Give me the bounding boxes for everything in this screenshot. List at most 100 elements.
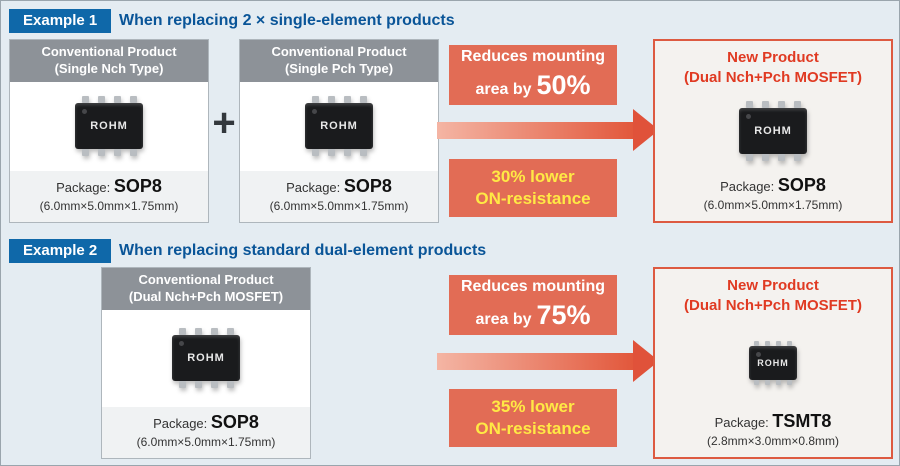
card-header-line1: New Product	[727, 277, 819, 294]
chip-area: ROHM	[102, 310, 310, 407]
package-area: Package: SOP8 (6.0mm×5.0mm×1.75mm)	[240, 171, 438, 222]
example2-badge: Example 2	[9, 239, 112, 263]
chip-body: ROHM	[75, 103, 143, 150]
package-dimensions: (6.0mm×5.0mm×1.75mm)	[136, 435, 276, 449]
card-header-line2: (Single Pch Type)	[284, 60, 394, 76]
package-line: Package: SOP8	[240, 176, 438, 197]
pin1-dot	[756, 351, 761, 357]
chip-pins-bottom	[311, 149, 367, 157]
benefit-line1: Reduces mounting	[460, 278, 605, 296]
chip-pins-top	[754, 340, 792, 346]
plus-sign: +	[212, 101, 236, 145]
card-header-line1: Conventional Product	[41, 44, 177, 59]
chip-brand-label: ROHM	[90, 120, 128, 133]
new-product-card: New Product (Dual Nch+Pch MOSFET) ROHM P…	[653, 39, 893, 223]
chip-body: ROHM	[739, 107, 807, 154]
conventional-card-dual: Conventional Product (Dual Nch+Pch MOSFE…	[101, 267, 311, 459]
chip-brand-label: ROHM	[187, 352, 225, 365]
package-name: TSMT8	[772, 411, 832, 431]
chip-body: ROHM	[305, 103, 373, 150]
package-dimensions: (6.0mm×5.0mm×1.75mm)	[39, 199, 179, 213]
chip-pins-bottom	[745, 153, 801, 161]
benefit-line2: ON-resistance	[475, 189, 591, 208]
package-area: Package: SOP8 (6.0mm×5.0mm×1.75mm)	[655, 170, 891, 221]
package-line: Package: SOP8	[655, 175, 891, 196]
package-dimensions: (6.0mm×5.0mm×1.75mm)	[703, 198, 843, 212]
benefit-line1: Reduces mounting	[460, 48, 605, 66]
benefit-line1: 30% lower	[491, 166, 575, 186]
chip-pins-bottom	[81, 149, 137, 157]
card-header-line2: (Single Nch Type)	[54, 60, 164, 76]
benefit-on-resistance: 30% lower ON-resistance	[449, 159, 617, 217]
benefit-line1: 35% lower	[491, 396, 575, 416]
example1-badge: Example 1	[9, 9, 112, 33]
benefit-on-resistance: 35% lower ON-resistance	[449, 389, 617, 447]
package-area: Package: SOP8 (6.0mm×5.0mm×1.75mm)	[102, 407, 310, 458]
benefit-line2-text: area by	[475, 80, 532, 98]
right-arrow-shaft	[437, 122, 633, 139]
card-header-line1: Conventional Product	[138, 272, 274, 287]
chip-pins-top	[178, 328, 234, 336]
example2-title: When replacing standard dual-element pro…	[119, 242, 487, 259]
benefit-line2: ON-resistance	[475, 419, 591, 438]
package-label: Package:	[714, 415, 769, 430]
chip-area: ROHM	[240, 82, 438, 171]
package-label: Package:	[286, 180, 341, 195]
chip-brand-label: ROHM	[757, 357, 789, 368]
conventional-card-pch: Conventional Product (Single Pch Type) R…	[239, 39, 439, 223]
chip-area: ROHM	[655, 319, 891, 406]
new-product-card: New Product (Dual Nch+Pch MOSFET) ROHM P…	[653, 267, 893, 459]
card-header: Conventional Product (Single Nch Type)	[10, 40, 208, 82]
chip-pins-bottom	[754, 379, 792, 385]
chip-pins-top	[81, 96, 137, 104]
benefit-percent: 75%	[536, 299, 591, 330]
package-area: Package: TSMT8 (2.8mm×3.0mm×0.8mm)	[655, 406, 891, 457]
package-name: SOP8	[210, 412, 259, 432]
package-label: Package:	[720, 179, 775, 194]
package-area: Package: SOP8 (6.0mm×5.0mm×1.75mm)	[10, 171, 208, 222]
chip-pins-top	[311, 96, 367, 104]
sop8-chip-photo: ROHM	[739, 100, 807, 161]
card-header-line2: (Dual Nch+Pch MOSFET)	[684, 68, 862, 86]
sop8-chip-photo: ROHM	[305, 96, 373, 157]
card-header-line2: (Dual Nch+Pch MOSFET)	[128, 288, 284, 304]
chip-body: ROHM	[749, 345, 797, 380]
chip-brand-label: ROHM	[320, 120, 358, 133]
card-header-line1: New Product	[727, 49, 819, 66]
package-line: Package: SOP8	[10, 176, 208, 197]
package-dimensions: (2.8mm×3.0mm×0.8mm)	[706, 434, 840, 448]
card-header: New Product (Dual Nch+Pch MOSFET)	[655, 269, 891, 319]
chip-body: ROHM	[172, 335, 240, 382]
package-dimensions: (6.0mm×5.0mm×1.75mm)	[269, 199, 409, 213]
chip-pins-bottom	[178, 381, 234, 389]
chip-area: ROHM	[10, 82, 208, 171]
card-header: Conventional Product (Single Pch Type)	[240, 40, 438, 82]
sop8-chip-photo: ROHM	[172, 328, 240, 389]
pin1-dot	[312, 109, 317, 115]
pin1-dot	[82, 109, 87, 115]
chip-brand-label: ROHM	[754, 124, 792, 137]
package-line: Package: SOP8	[102, 412, 310, 433]
sop8-chip-photo: ROHM	[75, 96, 143, 157]
package-label: Package:	[153, 416, 208, 431]
right-arrow-shaft	[437, 353, 633, 370]
package-name: SOP8	[343, 176, 392, 196]
package-name: SOP8	[113, 176, 162, 196]
benefit-percent: 50%	[536, 69, 591, 100]
package-line: Package: TSMT8	[655, 411, 891, 432]
pin1-dot	[746, 113, 751, 119]
conventional-card-nch: Conventional Product (Single Nch Type) R…	[9, 39, 209, 223]
tsmt8-chip-photo: ROHM	[749, 340, 797, 385]
benefit-line2-text: area by	[475, 310, 532, 328]
pin1-dot	[179, 341, 184, 347]
chip-area: ROHM	[655, 91, 891, 170]
card-header: New Product (Dual Nch+Pch MOSFET)	[655, 41, 891, 91]
example1-title: When replacing 2 × single-element produc…	[119, 12, 455, 29]
package-name: SOP8	[777, 175, 826, 195]
package-label: Package:	[56, 180, 111, 195]
